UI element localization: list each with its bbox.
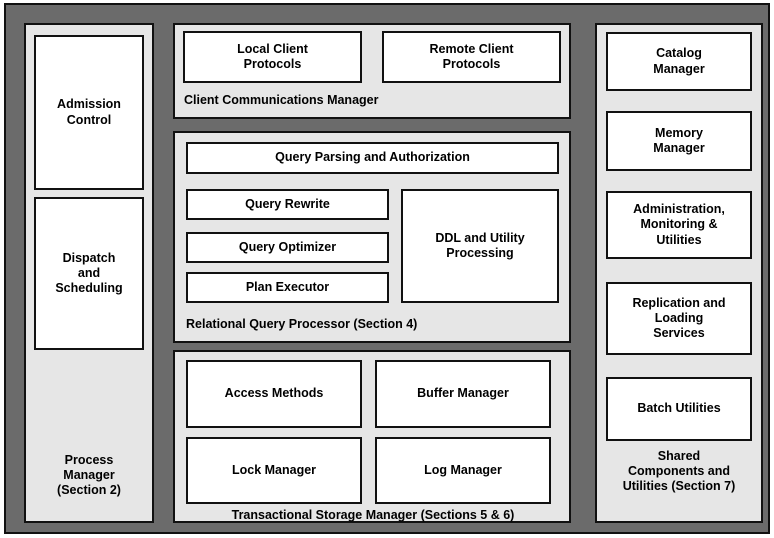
box-buffer-manager: Buffer Manager: [375, 360, 551, 428]
box-ddl-and-utility-processing: DDL and Utility Processing: [401, 189, 559, 303]
group-shared-components-and-utilities: [595, 23, 763, 523]
box-plan-executor: Plan Executor: [186, 272, 389, 303]
box-administration-monitoring-and-utilities: Administration, Monitoring & Utilities: [606, 191, 752, 259]
box-catalog-manager: Catalog Manager: [606, 32, 752, 91]
box-access-methods: Access Methods: [186, 360, 362, 428]
box-remote-client-protocols: Remote Client Protocols: [382, 31, 561, 83]
caption-transactional-storage-manager: Transactional Storage Manager (Sections …: [231, 508, 515, 522]
box-dispatch-and-scheduling: Dispatch and Scheduling: [34, 197, 144, 350]
caption-client-communications-manager: Client Communications Manager: [184, 93, 379, 107]
diagram-outer-frame: Admission Control Dispatch and Schedulin…: [4, 3, 770, 534]
box-query-optimizer: Query Optimizer: [186, 232, 389, 263]
caption-relational-query-processor: Relational Query Processor (Section 4): [186, 317, 418, 331]
box-query-parsing-and-authorization: Query Parsing and Authorization: [186, 142, 559, 174]
box-memory-manager: Memory Manager: [606, 111, 752, 171]
caption-shared-components-and-utilities: Shared Components and Utilities (Section…: [622, 449, 736, 493]
box-lock-manager: Lock Manager: [186, 437, 362, 504]
box-admission-control: Admission Control: [34, 35, 144, 190]
box-query-rewrite: Query Rewrite: [186, 189, 389, 220]
box-log-manager: Log Manager: [375, 437, 551, 504]
box-local-client-protocols: Local Client Protocols: [183, 31, 362, 83]
box-batch-utilities: Batch Utilities: [606, 377, 752, 441]
box-replication-and-loading-services: Replication and Loading Services: [606, 282, 752, 355]
caption-process-manager: Process Manager (Section 2): [57, 453, 121, 497]
